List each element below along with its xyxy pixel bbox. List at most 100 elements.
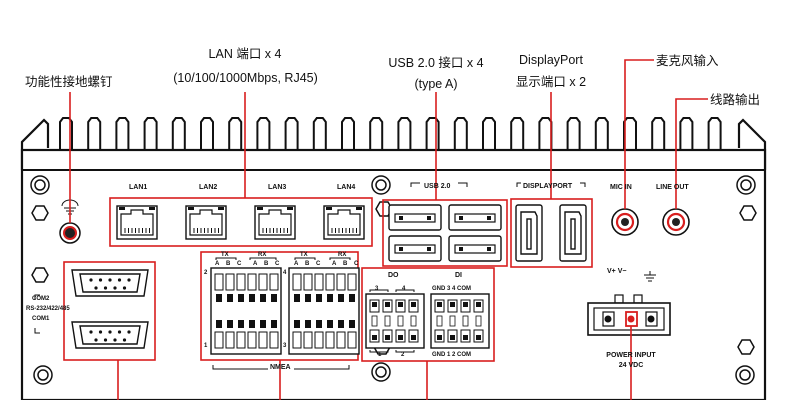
power-ground-symbol-icon — [644, 271, 656, 282]
ground-callout: 功能性接地螺钉 — [25, 75, 113, 89]
heatsink-fin — [651, 117, 666, 150]
heatsink-fin — [256, 117, 271, 150]
power-connector-icon — [587, 294, 671, 336]
callout-leaders — [69, 59, 708, 400]
dio-brackets — [369, 289, 415, 353]
mic-callout: 麦克风输入 — [656, 54, 719, 68]
lan-port-icon — [116, 205, 158, 240]
nmea-abc-letter: B — [343, 261, 348, 267]
heatsink-fin — [623, 117, 637, 150]
lan-highlight — [109, 197, 373, 247]
nmea-brackets — [215, 257, 351, 260]
nmea-terminal-group — [210, 257, 360, 355]
power-input-label: POWER INPUT — [606, 352, 656, 359]
dio-highlight — [361, 267, 495, 362]
heatsink-fin — [538, 117, 553, 150]
nmea-pin-2: 2 — [204, 270, 208, 276]
nmea-rx2-label: RX — [338, 252, 347, 258]
nmea-terminal-block — [288, 267, 360, 355]
dio-terminal-block — [430, 293, 490, 349]
heatsink-fin — [453, 117, 468, 150]
power-volt-label: 24 VDC — [618, 362, 644, 369]
do-bottom-1: 1 — [378, 352, 382, 358]
usb-callout-type: (type A) — [414, 77, 458, 91]
di-top-label: GND 3 4 COM — [432, 286, 472, 292]
heatsink-fin — [87, 117, 102, 150]
dio-terminal-group — [365, 289, 490, 353]
nmea-abc-letter: A — [253, 261, 258, 267]
com-port-icon — [71, 269, 149, 349]
usb-port-icon — [448, 204, 502, 231]
com-standard-label: RS-232/422/485 — [26, 306, 70, 312]
nmea-pin-1: 1 — [204, 343, 208, 349]
lan2-label: LAN2 — [199, 184, 218, 191]
dp-port-icon — [515, 204, 587, 262]
nmea-abc-letter: A — [332, 261, 337, 267]
do-label: DO — [388, 272, 399, 279]
lan-port-icon — [323, 205, 365, 240]
nmea-tx1-label: TX — [221, 252, 229, 258]
lan-port-icon — [185, 205, 227, 240]
heatsink-fin — [59, 117, 73, 150]
heatsink-fin — [707, 117, 722, 150]
do-bottom-2: 2 — [401, 352, 405, 358]
com1-label: COM1 — [32, 316, 50, 322]
dp-callout-cn: 显示端口 x 2 — [515, 75, 587, 89]
nmea-tx2-label: TX — [300, 252, 308, 258]
dio-terminal-block — [365, 293, 425, 349]
dp-panel-label: DISPLAYPORT — [523, 183, 573, 190]
heatsink-fin — [679, 117, 694, 150]
lan-callout-title: LAN 端口 x 4 — [208, 47, 282, 61]
nmea-pin-4: 4 — [283, 270, 287, 276]
dp-callout-title: DisplayPort — [519, 53, 583, 67]
nmea-pin-3: 3 — [283, 343, 287, 349]
usb-highlight — [382, 199, 508, 267]
heatsink-fin — [482, 117, 496, 150]
line-callout: 线路输出 — [710, 93, 761, 107]
nmea-abc-letter: A — [294, 261, 299, 267]
lan1-label: LAN1 — [129, 184, 148, 191]
usb-port-icon — [448, 235, 502, 262]
usb-panel-label: USB 2.0 — [424, 183, 451, 190]
nmea-rx1-label: RX — [258, 252, 267, 258]
heatsink-fin — [171, 117, 186, 150]
heatsink-fin — [510, 117, 525, 150]
heatsink-fin — [341, 117, 355, 150]
com2-label: COM2 — [32, 296, 50, 302]
di-bottom-label: GND 1 2 COM — [432, 352, 472, 358]
nmea-abc-letter: B — [226, 261, 231, 267]
nmea-abc-letter: B — [305, 261, 310, 267]
nmea-abc-letter: B — [264, 261, 269, 267]
nmea-abc-letter: C — [275, 261, 280, 267]
mic-jack-icon — [611, 208, 639, 236]
mic-in-label: MIC IN — [610, 184, 632, 191]
lan4-label: LAN4 — [337, 184, 356, 191]
com-pin-group — [89, 278, 131, 342]
usb-port-group — [388, 204, 502, 262]
usb-port-icon — [388, 204, 442, 231]
heatsink-fin — [369, 117, 384, 150]
heatsink-fin — [312, 117, 327, 150]
nmea-label: NMEA — [270, 364, 291, 371]
line-out-label: LINE OUT — [656, 184, 689, 191]
heatsink-fin — [425, 117, 440, 150]
lan3-label: LAN3 — [268, 184, 287, 191]
lan-port-icon — [254, 205, 296, 240]
com-highlight — [63, 261, 156, 361]
heatsink-fin — [143, 117, 158, 150]
lan-callout-spec: (10/100/1000Mbps, RJ45) — [173, 71, 318, 85]
do-top-4: 4 — [402, 286, 406, 292]
heatsink-fin — [200, 117, 214, 150]
heatsink-fin — [397, 117, 412, 150]
heatsink-fin — [115, 117, 130, 150]
nmea-abc-letter: A — [215, 261, 220, 267]
heatsink-fin — [594, 117, 609, 150]
heatsink-fin — [566, 117, 581, 150]
nmea-terminal-block — [210, 267, 282, 355]
heatsink-fin-row — [59, 117, 722, 150]
lan-port-group — [116, 205, 365, 240]
usb-callout-title: USB 2.0 接口 x 4 — [388, 56, 484, 70]
power-symbols: V+ V− — [607, 268, 627, 275]
usb-port-icon — [388, 235, 442, 262]
